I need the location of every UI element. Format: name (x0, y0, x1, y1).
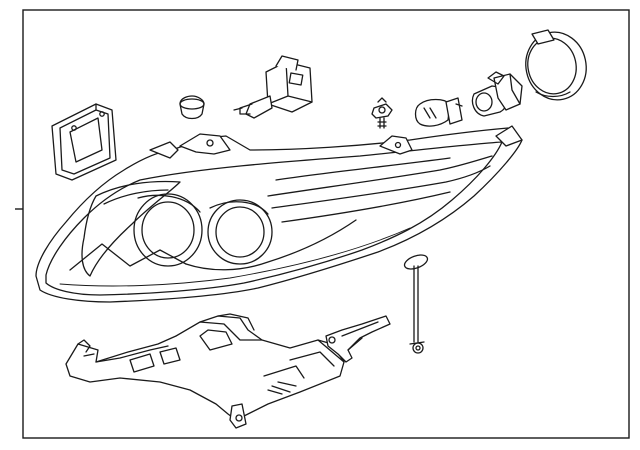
bulb-socket (471, 71, 523, 117)
mounting-screw (371, 97, 393, 129)
dust-cap (525, 29, 587, 101)
control-module (51, 103, 117, 181)
adjuster-bracket (325, 315, 391, 363)
hid-bulb (233, 55, 313, 119)
rubber-plug (179, 95, 205, 120)
adjuster-rod (403, 254, 429, 354)
lower-bracket (65, 313, 345, 429)
turn-signal-bulb (414, 97, 463, 127)
headlamp-assembly (35, 125, 523, 303)
